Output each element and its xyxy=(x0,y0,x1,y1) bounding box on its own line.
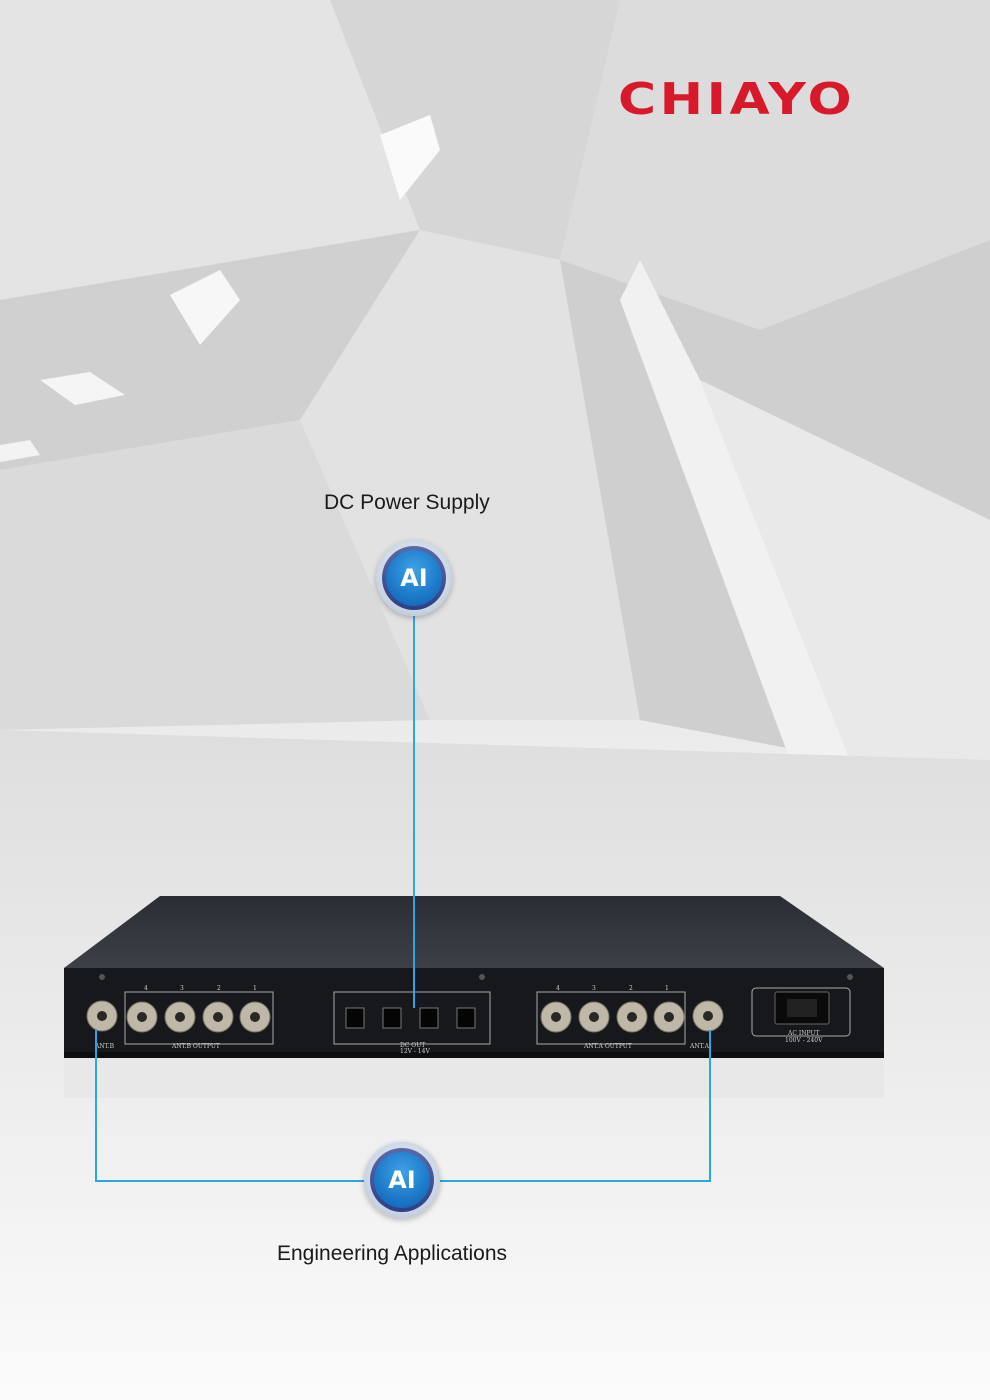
ant-a-label: ANT.A xyxy=(689,1043,710,1050)
dc-out-label: DC OUT xyxy=(400,1042,425,1049)
ai-badge-bottom: AI xyxy=(364,1142,440,1218)
leader-line-left xyxy=(95,1030,97,1182)
port-number: 2 xyxy=(217,985,221,992)
ant-b-label: ANT.B xyxy=(94,1043,115,1050)
port-number: 3 xyxy=(592,985,596,992)
ac-range-label: 100V - 240V xyxy=(785,1037,823,1044)
port-number: 1 xyxy=(253,985,257,992)
ai-badge-text: AI xyxy=(374,1152,430,1208)
port-number: 2 xyxy=(629,985,633,992)
port-number: 4 xyxy=(144,985,148,992)
dc-power-supply-caption: DC Power Supply xyxy=(324,491,490,514)
brand-logo: CHIAYO xyxy=(618,74,856,125)
port-number: 4 xyxy=(556,985,560,992)
port-number: 3 xyxy=(180,985,184,992)
ai-badge-text: AI xyxy=(386,550,442,606)
leader-line-top xyxy=(413,616,415,1008)
dc-range-label: 12V - 14V xyxy=(400,1048,430,1055)
ant-a-output-label: ANT.A OUTPUT xyxy=(583,1043,632,1050)
ai-badge-top: AI xyxy=(376,540,452,616)
engineering-applications-caption: Engineering Applications xyxy=(277,1242,507,1265)
port-number: 1 xyxy=(665,985,669,992)
leader-line-right xyxy=(709,1030,711,1182)
ac-input-label: AC INPUT xyxy=(787,1030,819,1037)
ant-b-output-label: ANT.B OUTPUT xyxy=(171,1043,220,1050)
